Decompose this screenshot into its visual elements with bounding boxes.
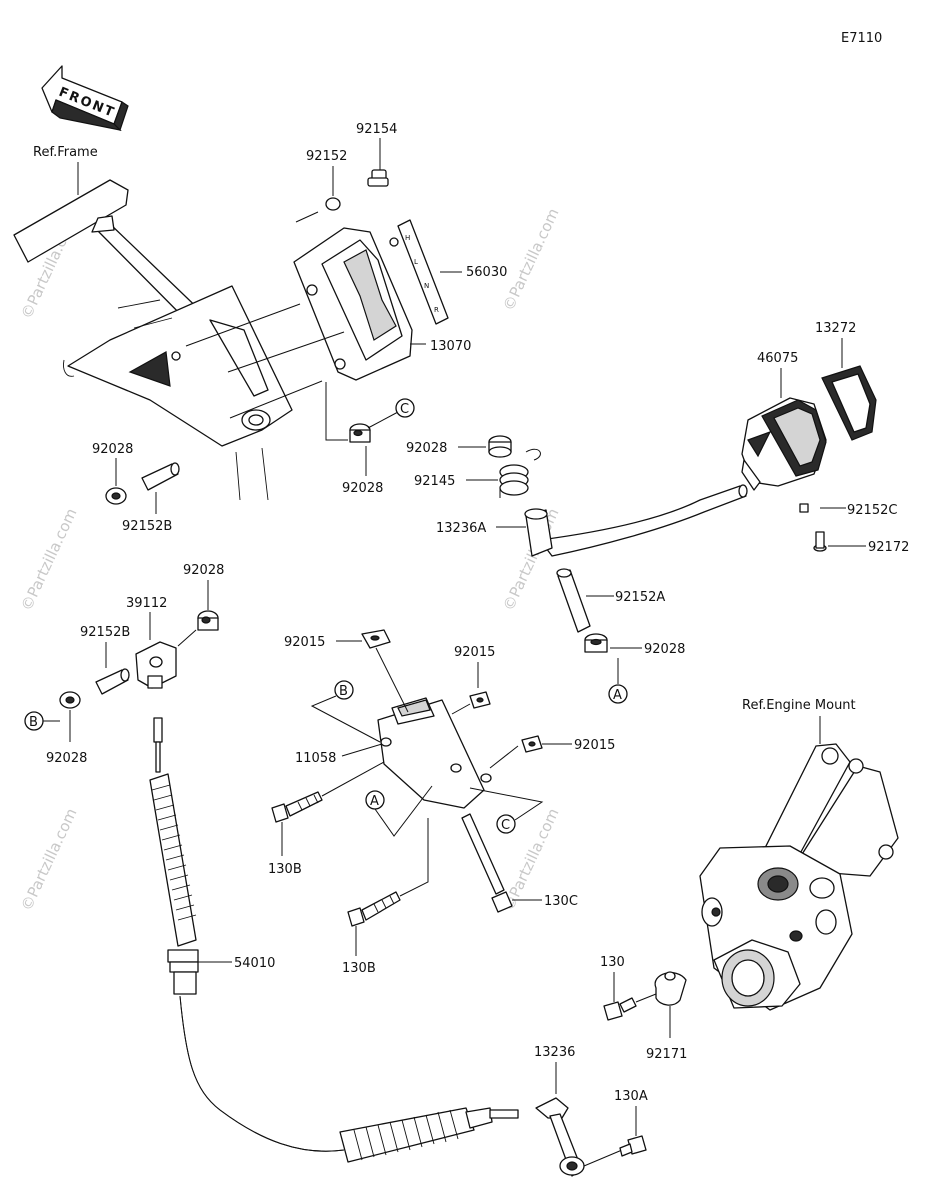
diagram-code: E7110 xyxy=(841,31,882,46)
collar-92152b-mid-icon xyxy=(95,668,130,695)
bolt-130b-b-icon xyxy=(347,891,401,927)
label-92028-b: 92028 xyxy=(46,751,87,766)
svg-text:N: N xyxy=(424,282,429,290)
label-92152a: 92152A xyxy=(615,590,665,605)
bolt-130a-icon xyxy=(619,1135,647,1157)
bush-92028-upper-icon xyxy=(488,435,512,458)
bush-92028-c-icon xyxy=(349,423,371,443)
engine-mount xyxy=(699,743,899,1011)
label-54010: 54010 xyxy=(234,956,275,971)
callout-c-top xyxy=(395,398,415,418)
label-39112: 39112 xyxy=(126,596,167,611)
front-arrow-icon: FRONT xyxy=(41,65,129,132)
label-13236a: 13236A xyxy=(436,521,486,536)
label-92015-a: 92015 xyxy=(284,635,325,650)
bush-92028-a-icon xyxy=(584,633,608,653)
label-92028-left: 92028 xyxy=(92,442,133,457)
label-92154: 92154 xyxy=(356,122,397,137)
shift-gate-plate: H L N R xyxy=(397,219,449,325)
callout-b-left-label: B xyxy=(29,715,38,730)
nut-92015-c-icon xyxy=(521,735,543,753)
clamp-92171-icon xyxy=(654,971,687,1006)
label-92152c: 92152C xyxy=(847,503,897,518)
knob-cover-13272 xyxy=(821,365,877,441)
shift-cable-54010 xyxy=(149,717,519,1163)
label-92172: 92172 xyxy=(868,540,909,555)
label-92028-a: 92028 xyxy=(644,642,685,657)
label-11058: 11058 xyxy=(295,751,336,766)
screw-92172-icon xyxy=(813,531,827,552)
collar-92152b-left-icon xyxy=(141,462,180,491)
bracket-11058 xyxy=(377,697,492,809)
shift-guide xyxy=(293,227,413,381)
bush-92028-left-icon xyxy=(105,487,127,505)
svg-text:H: H xyxy=(405,234,410,242)
label-130b-b: 130B xyxy=(342,961,376,976)
collar-92152-icon xyxy=(325,197,341,211)
bolt-92154-icon xyxy=(367,169,389,187)
pin-92152c-icon xyxy=(799,503,809,513)
label-92171: 92171 xyxy=(646,1047,687,1062)
nut-92015-a-icon xyxy=(361,629,391,649)
collar-92152a-icon xyxy=(556,568,591,633)
bolt-130-icon xyxy=(603,997,637,1021)
ref-engine-mount-label: Ref.Engine Mount xyxy=(742,698,856,713)
label-13236: 13236 xyxy=(534,1045,575,1060)
shift-lever-13236a xyxy=(524,484,748,557)
label-92015-b: 92015 xyxy=(454,645,495,660)
svg-text:L: L xyxy=(414,258,418,266)
shift-arm-13236 xyxy=(535,1097,585,1177)
callout-c-top-label: C xyxy=(400,402,409,417)
callout-b-mid xyxy=(334,680,354,700)
label-56030: 56030 xyxy=(466,265,507,280)
label-92015-c: 92015 xyxy=(574,738,615,753)
label-92152b-mid: 92152B xyxy=(80,625,130,640)
ref-frame-label: Ref.Frame xyxy=(33,145,98,160)
watermark-2: ©Partzilla.com xyxy=(499,205,562,313)
callout-c-mid xyxy=(496,814,516,834)
shift-knob-46075 xyxy=(741,397,827,491)
label-92152: 92152 xyxy=(306,149,347,164)
bolt-130b-a-icon xyxy=(271,791,323,823)
label-46075: 46075 xyxy=(757,351,798,366)
bush-92028-top-icon xyxy=(197,610,219,631)
watermark-5: ©Partzilla.com xyxy=(17,805,80,913)
callout-a-right xyxy=(608,684,628,704)
watermark-3: ©Partzilla.com xyxy=(17,505,80,613)
label-92152b-left: 92152B xyxy=(122,519,172,534)
label-13272: 13272 xyxy=(815,321,856,336)
label-92028-top: 92028 xyxy=(183,563,224,578)
spring-92145-icon xyxy=(499,448,541,498)
frame-bracket xyxy=(13,179,293,501)
bolt-130c-icon xyxy=(461,813,513,913)
label-130: 130 xyxy=(600,955,625,970)
callout-a-right-label: A xyxy=(613,688,622,703)
label-130c: 130C xyxy=(544,894,578,909)
bush-92028-b-icon xyxy=(59,691,81,709)
label-130a: 130A xyxy=(614,1089,648,1104)
label-130b-a: 130B xyxy=(268,862,302,877)
cable-joint-39112-icon xyxy=(135,629,197,689)
nut-92015-b-icon xyxy=(469,691,491,709)
callout-a-mid-label: A xyxy=(370,794,379,809)
label-13070: 13070 xyxy=(430,339,471,354)
svg-text:R: R xyxy=(434,306,439,314)
label-92028-bush: 92028 xyxy=(406,441,447,456)
callout-b-mid-label: B xyxy=(339,684,348,699)
callout-c-mid-label: C xyxy=(501,818,510,833)
label-92145: 92145 xyxy=(414,474,455,489)
label-92028-c: 92028 xyxy=(342,481,383,496)
